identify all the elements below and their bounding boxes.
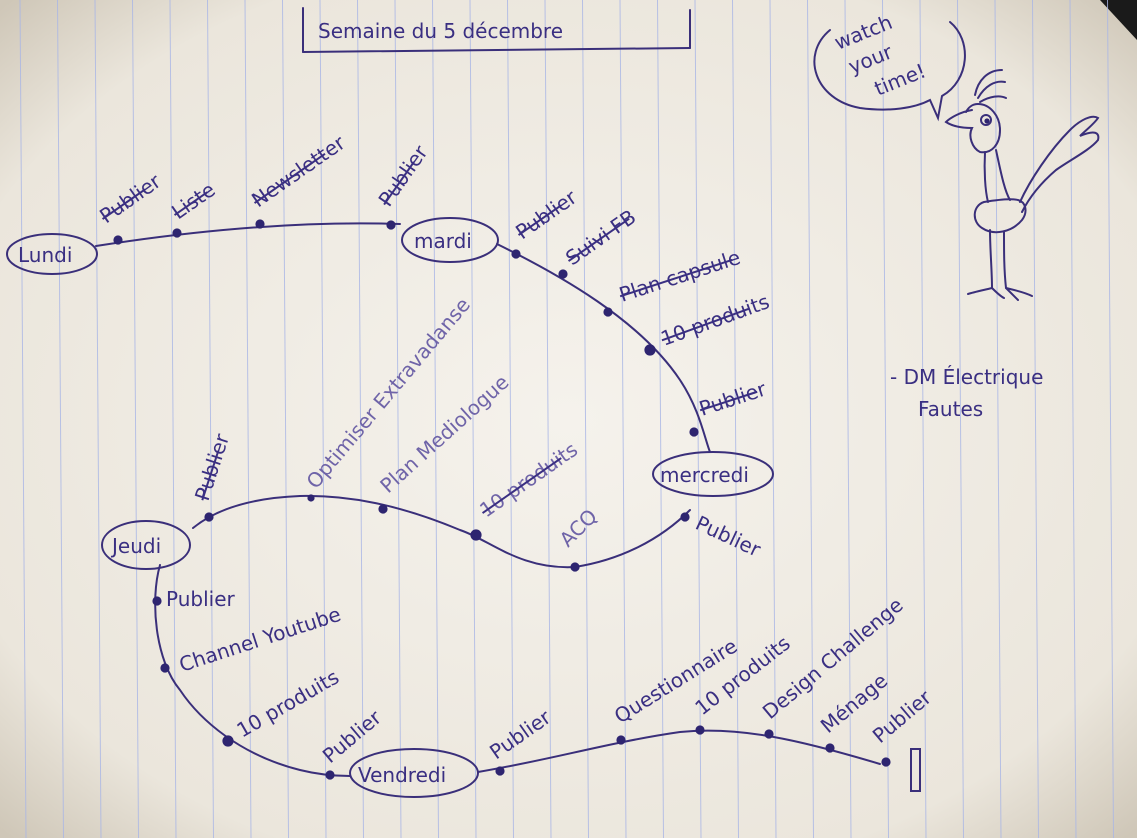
page-title: Semaine du 5 décembre xyxy=(318,19,563,43)
rule-line xyxy=(694,0,702,838)
rule-line xyxy=(807,0,814,838)
rule-line xyxy=(57,0,64,838)
day-mercredi: mercredi xyxy=(652,451,774,497)
title-box: Semaine du 5 décembre xyxy=(302,7,691,53)
task-label: Publier xyxy=(166,587,235,611)
rule-line xyxy=(582,0,589,838)
rule-line xyxy=(394,0,402,838)
ruled-lines xyxy=(19,0,1114,838)
strike-through xyxy=(201,450,220,501)
rule-line xyxy=(507,0,514,838)
strike-through xyxy=(101,188,146,220)
side-note-line1: - DM Électrique xyxy=(890,365,1043,389)
roadrunner-drawing xyxy=(944,69,1100,301)
rule-line xyxy=(732,0,739,838)
rule-line xyxy=(207,0,214,838)
rule-line xyxy=(1107,0,1114,838)
rule-line xyxy=(244,0,252,838)
strike-through xyxy=(661,307,749,342)
rule-line xyxy=(957,0,964,838)
day-mardi: mardi xyxy=(401,217,499,263)
rule-line xyxy=(94,0,102,838)
rule-line xyxy=(469,0,477,838)
timeline-path xyxy=(95,222,881,777)
rule-line xyxy=(432,0,439,838)
rule-line xyxy=(882,0,889,838)
rule-line xyxy=(769,0,777,838)
strike-through xyxy=(383,161,415,206)
day-label: Jeudi xyxy=(110,534,161,558)
rule-line xyxy=(657,0,664,838)
day-vendredi: Vendredi xyxy=(349,748,479,798)
day-jeudi: Jeudi xyxy=(101,520,191,570)
day-label: mardi xyxy=(414,229,472,253)
day-lundi: Lundi xyxy=(6,233,98,275)
strike-through xyxy=(253,152,326,204)
day-label: mercredi xyxy=(660,463,749,487)
strike-through xyxy=(699,390,758,412)
rule-line xyxy=(844,0,852,838)
rule-line xyxy=(619,0,627,838)
rule-line xyxy=(319,0,327,838)
day-label: Lundi xyxy=(18,243,72,267)
task-dots xyxy=(113,219,891,780)
side-note-line2: Fautes xyxy=(918,397,983,421)
strike-through xyxy=(173,191,208,216)
rule-line xyxy=(919,0,927,838)
rule-line xyxy=(1069,0,1077,838)
rule-line xyxy=(1032,0,1039,838)
day-label: Vendredi xyxy=(358,763,446,787)
side-note: - DM Électrique Fautes xyxy=(890,365,1043,421)
strike-through xyxy=(567,217,630,262)
rule-line xyxy=(994,0,1002,838)
strike-through xyxy=(481,457,562,514)
strike-through xyxy=(517,204,562,236)
strike-through xyxy=(619,258,733,298)
rule-line xyxy=(169,0,177,838)
rule-line xyxy=(19,0,27,838)
end-marker xyxy=(910,748,921,792)
rule-line xyxy=(357,0,364,838)
rule-line xyxy=(282,0,289,838)
rule-line xyxy=(132,0,139,838)
rule-line xyxy=(544,0,552,838)
